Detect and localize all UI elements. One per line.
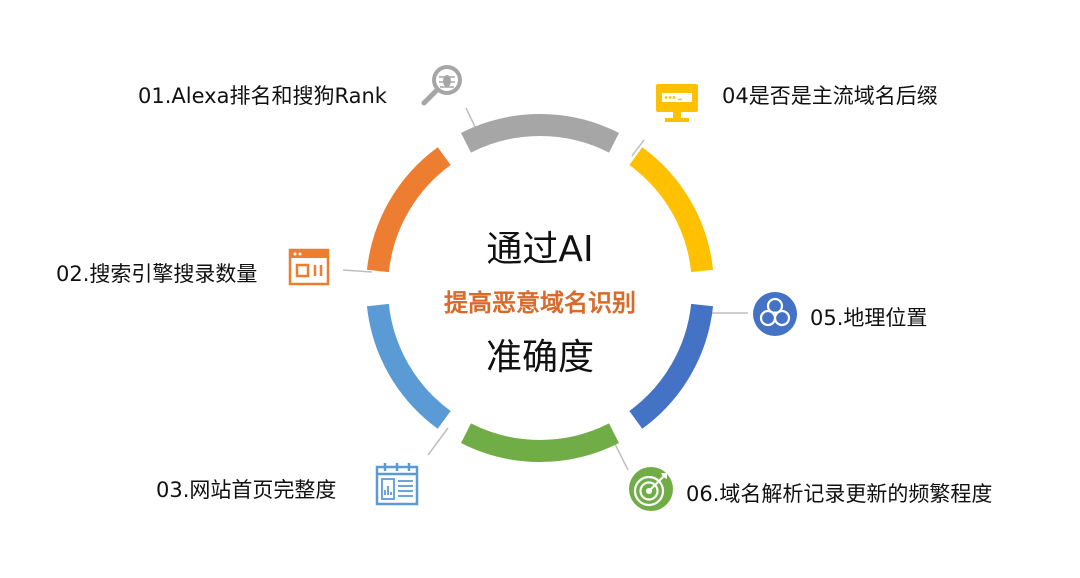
ring-segment-05 [629,303,714,429]
connector-line-04 [631,139,645,157]
ring-segment-03 [366,303,451,429]
calendar-page-icon [375,463,419,506]
item-label-03: 03.网站首页完整度 [156,478,337,502]
ring-segment-04 [629,147,714,273]
ring-segment-06 [461,423,619,462]
item-label-05: 05.地理位置 [810,306,928,330]
ring-segment-02 [366,147,451,273]
target-icon [629,467,673,511]
item-label-02: 02.搜索引擎搜录数量 [56,262,258,286]
biohazard-icon [753,292,797,336]
ring-segment-01 [461,114,619,153]
connector-line-02 [342,269,373,273]
magnifier-bug-icon [421,65,462,106]
item-label-06: 06.域名解析记录更新的频繁程度 [686,482,993,506]
center-title-line1: 通过AI [486,229,594,270]
item-label-01: 01.Alexa排名和搜狗Rank [138,84,387,108]
center-title-line2: 提高恶意域名识别 [444,289,636,317]
center-title-line3: 准确度 [485,337,594,378]
browser-window-icon [288,248,330,286]
item-label-04: 04是否是主流域名后缀 [722,84,938,108]
connector-line-03 [427,427,449,456]
monitor-password-icon [656,84,698,122]
